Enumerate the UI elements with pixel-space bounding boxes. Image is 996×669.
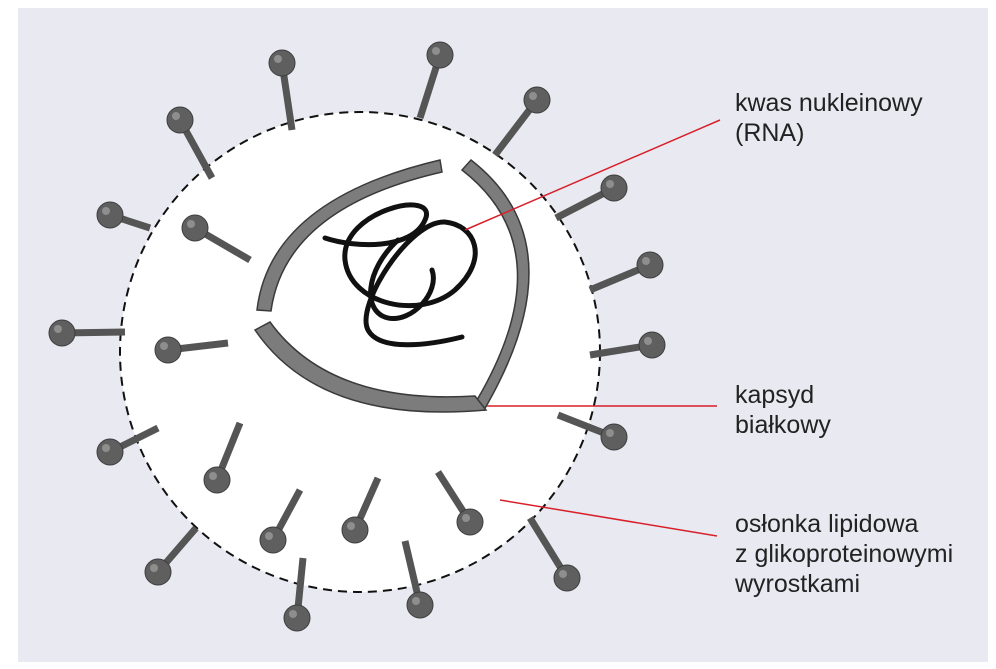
- spike-knob-highlight: [160, 342, 168, 350]
- spike-knob: [145, 559, 171, 585]
- spike-knob: [554, 565, 580, 591]
- spike-knob-highlight: [432, 47, 440, 55]
- glycoprotein-spike: [530, 518, 580, 591]
- glycoprotein-spike: [590, 332, 665, 358]
- spike-knob: [269, 50, 295, 76]
- spike-knob: [49, 320, 75, 346]
- spike-knob: [284, 605, 310, 631]
- glycoprotein-spike: [269, 50, 295, 130]
- spike-knob-highlight: [412, 597, 420, 605]
- spike-knob-highlight: [172, 112, 180, 120]
- label-nucleic-acid: kwas nukleinowy (RNA): [735, 88, 923, 148]
- spike-knob: [427, 42, 453, 68]
- spike-knob: [407, 592, 433, 618]
- spike-knob: [260, 527, 286, 553]
- spike-knob: [155, 337, 181, 363]
- spike-knob: [637, 252, 663, 278]
- spike-knob: [601, 424, 627, 450]
- spike-knob: [204, 467, 230, 493]
- spike-knob: [97, 439, 123, 465]
- spike-knob: [524, 87, 550, 113]
- label-capsid-line1: kapsyd: [735, 380, 831, 410]
- spike-knob-highlight: [644, 337, 652, 345]
- spike-knob-highlight: [187, 220, 195, 228]
- glycoprotein-spike: [97, 202, 150, 228]
- glycoprotein-spike: [49, 320, 125, 346]
- label-nucleic-acid-line1: kwas nukleinowy: [735, 88, 923, 118]
- label-nucleic-acid-line2: (RNA): [735, 118, 923, 148]
- spike-knob: [182, 215, 208, 241]
- spike-knob-highlight: [529, 92, 537, 100]
- spike-knob: [601, 175, 627, 201]
- label-envelope-line2: z glikoproteinowymi: [735, 539, 953, 569]
- spike-knob: [342, 517, 368, 543]
- spike-knob-highlight: [274, 55, 282, 63]
- spike-knob-highlight: [606, 180, 614, 188]
- spike-knob-highlight: [102, 444, 110, 452]
- label-capsid: kapsyd białkowy: [735, 380, 831, 440]
- label-envelope: osłonka lipidowa z glikoproteinowymi wyr…: [735, 509, 953, 599]
- glycoprotein-spike: [420, 42, 453, 118]
- spike-knob-highlight: [642, 257, 650, 265]
- spike-knob-highlight: [289, 610, 297, 618]
- glycoprotein-spike: [495, 87, 550, 155]
- glycoprotein-spike: [556, 175, 627, 218]
- spike-knob-highlight: [209, 472, 217, 480]
- spike-knob-highlight: [462, 514, 470, 522]
- glycoprotein-spike: [167, 107, 212, 178]
- spike-knob-highlight: [102, 207, 110, 215]
- spike-knob: [167, 107, 193, 133]
- label-envelope-line3: wyrostkami: [735, 569, 953, 599]
- label-capsid-line2: białkowy: [735, 410, 831, 440]
- spike-knob-highlight: [265, 532, 273, 540]
- spike-knob: [457, 509, 483, 535]
- spike-knob-highlight: [347, 522, 355, 530]
- spike-knob: [639, 332, 665, 358]
- label-envelope-line1: osłonka lipidowa: [735, 509, 953, 539]
- spike-knob-highlight: [559, 570, 567, 578]
- glycoprotein-spike: [145, 528, 196, 585]
- spike-knob-highlight: [54, 325, 62, 333]
- spike-knob: [97, 202, 123, 228]
- glycoprotein-spike: [590, 252, 663, 290]
- spike-knob-highlight: [150, 564, 158, 572]
- spike-knob-highlight: [606, 429, 614, 437]
